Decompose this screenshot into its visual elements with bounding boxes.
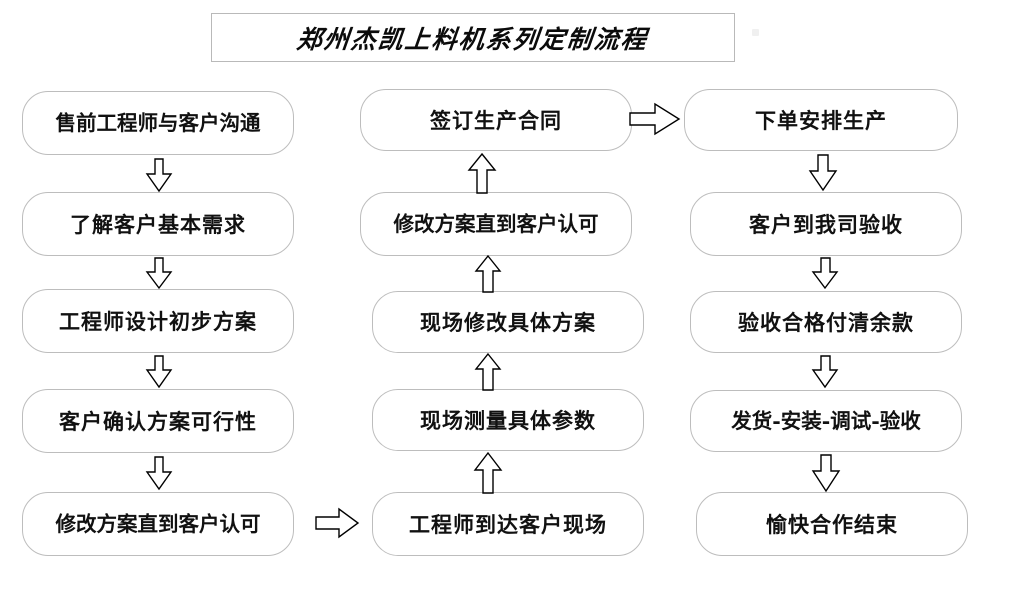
arrow-down-icon [144, 158, 174, 193]
node-label: 工程师设计初步方案 [59, 308, 257, 334]
node-engineer-initial-design[interactable]: 工程师设计初步方案 [22, 289, 294, 353]
node-label: 工程师到达客户现场 [409, 511, 607, 537]
arrow-up-icon [472, 451, 504, 494]
background-speck [752, 29, 759, 36]
node-onsite-revise-plan[interactable]: 现场修改具体方案 [372, 291, 644, 353]
node-label: 下单安排生产 [755, 107, 887, 133]
arrow-up-icon [466, 152, 498, 194]
node-label: 客户确认方案可行性 [59, 408, 257, 434]
node-engineer-arrive-onsite[interactable]: 工程师到达客户现场 [372, 492, 644, 556]
node-customer-confirm-feasibility[interactable]: 客户确认方案可行性 [22, 389, 294, 453]
node-label: 签订生产合同 [430, 107, 562, 133]
arrow-down-icon [807, 154, 839, 192]
arrow-down-icon [810, 257, 840, 290]
node-label: 愉快合作结束 [766, 511, 898, 537]
node-label: 现场测量具体参数 [420, 407, 596, 433]
node-label: 现场修改具体方案 [420, 309, 596, 335]
arrow-down-icon [144, 456, 174, 491]
arrow-down-icon [144, 257, 174, 290]
node-label: 发货-安装-调试-验收 [731, 408, 921, 433]
node-happy-cooperation-end[interactable]: 愉快合作结束 [696, 492, 968, 556]
node-revise-until-approved-1[interactable]: 修改方案直到客户认可 [22, 492, 294, 556]
chart-title: 郑州杰凯上料机系列定制流程 [295, 24, 650, 54]
node-understand-requirements[interactable]: 了解客户基本需求 [22, 192, 294, 256]
node-label: 客户到我司验收 [749, 211, 903, 237]
node-place-order-schedule-production[interactable]: 下单安排生产 [684, 89, 958, 151]
arrow-right-icon [629, 102, 681, 136]
node-onsite-measure-parameters[interactable]: 现场测量具体参数 [372, 389, 644, 451]
arrow-right-icon [315, 507, 360, 539]
node-customer-inspection-at-factory[interactable]: 客户到我司验收 [690, 192, 962, 256]
node-label: 修改方案直到客户认可 [55, 511, 261, 536]
node-pay-balance-after-acceptance[interactable]: 验收合格付清余款 [690, 291, 962, 353]
node-ship-install-debug-accept[interactable]: 发货-安装-调试-验收 [690, 390, 962, 452]
node-pre-sales-communication[interactable]: 售前工程师与客户沟通 [22, 91, 294, 155]
node-revise-until-approved-2[interactable]: 修改方案直到客户认可 [360, 192, 632, 256]
node-label: 售前工程师与客户沟通 [55, 110, 261, 135]
chart-title-box: 郑州杰凯上料机系列定制流程 [211, 13, 735, 62]
arrow-down-icon [810, 454, 842, 493]
node-label: 修改方案直到客户认可 [393, 211, 599, 236]
arrow-up-icon [472, 254, 504, 293]
arrow-up-icon [472, 352, 504, 391]
arrow-down-icon [810, 355, 840, 389]
node-label: 验收合格付清余款 [738, 309, 914, 335]
node-sign-production-contract[interactable]: 签订生产合同 [360, 89, 632, 151]
node-label: 了解客户基本需求 [70, 211, 246, 237]
arrow-down-icon [144, 355, 174, 389]
